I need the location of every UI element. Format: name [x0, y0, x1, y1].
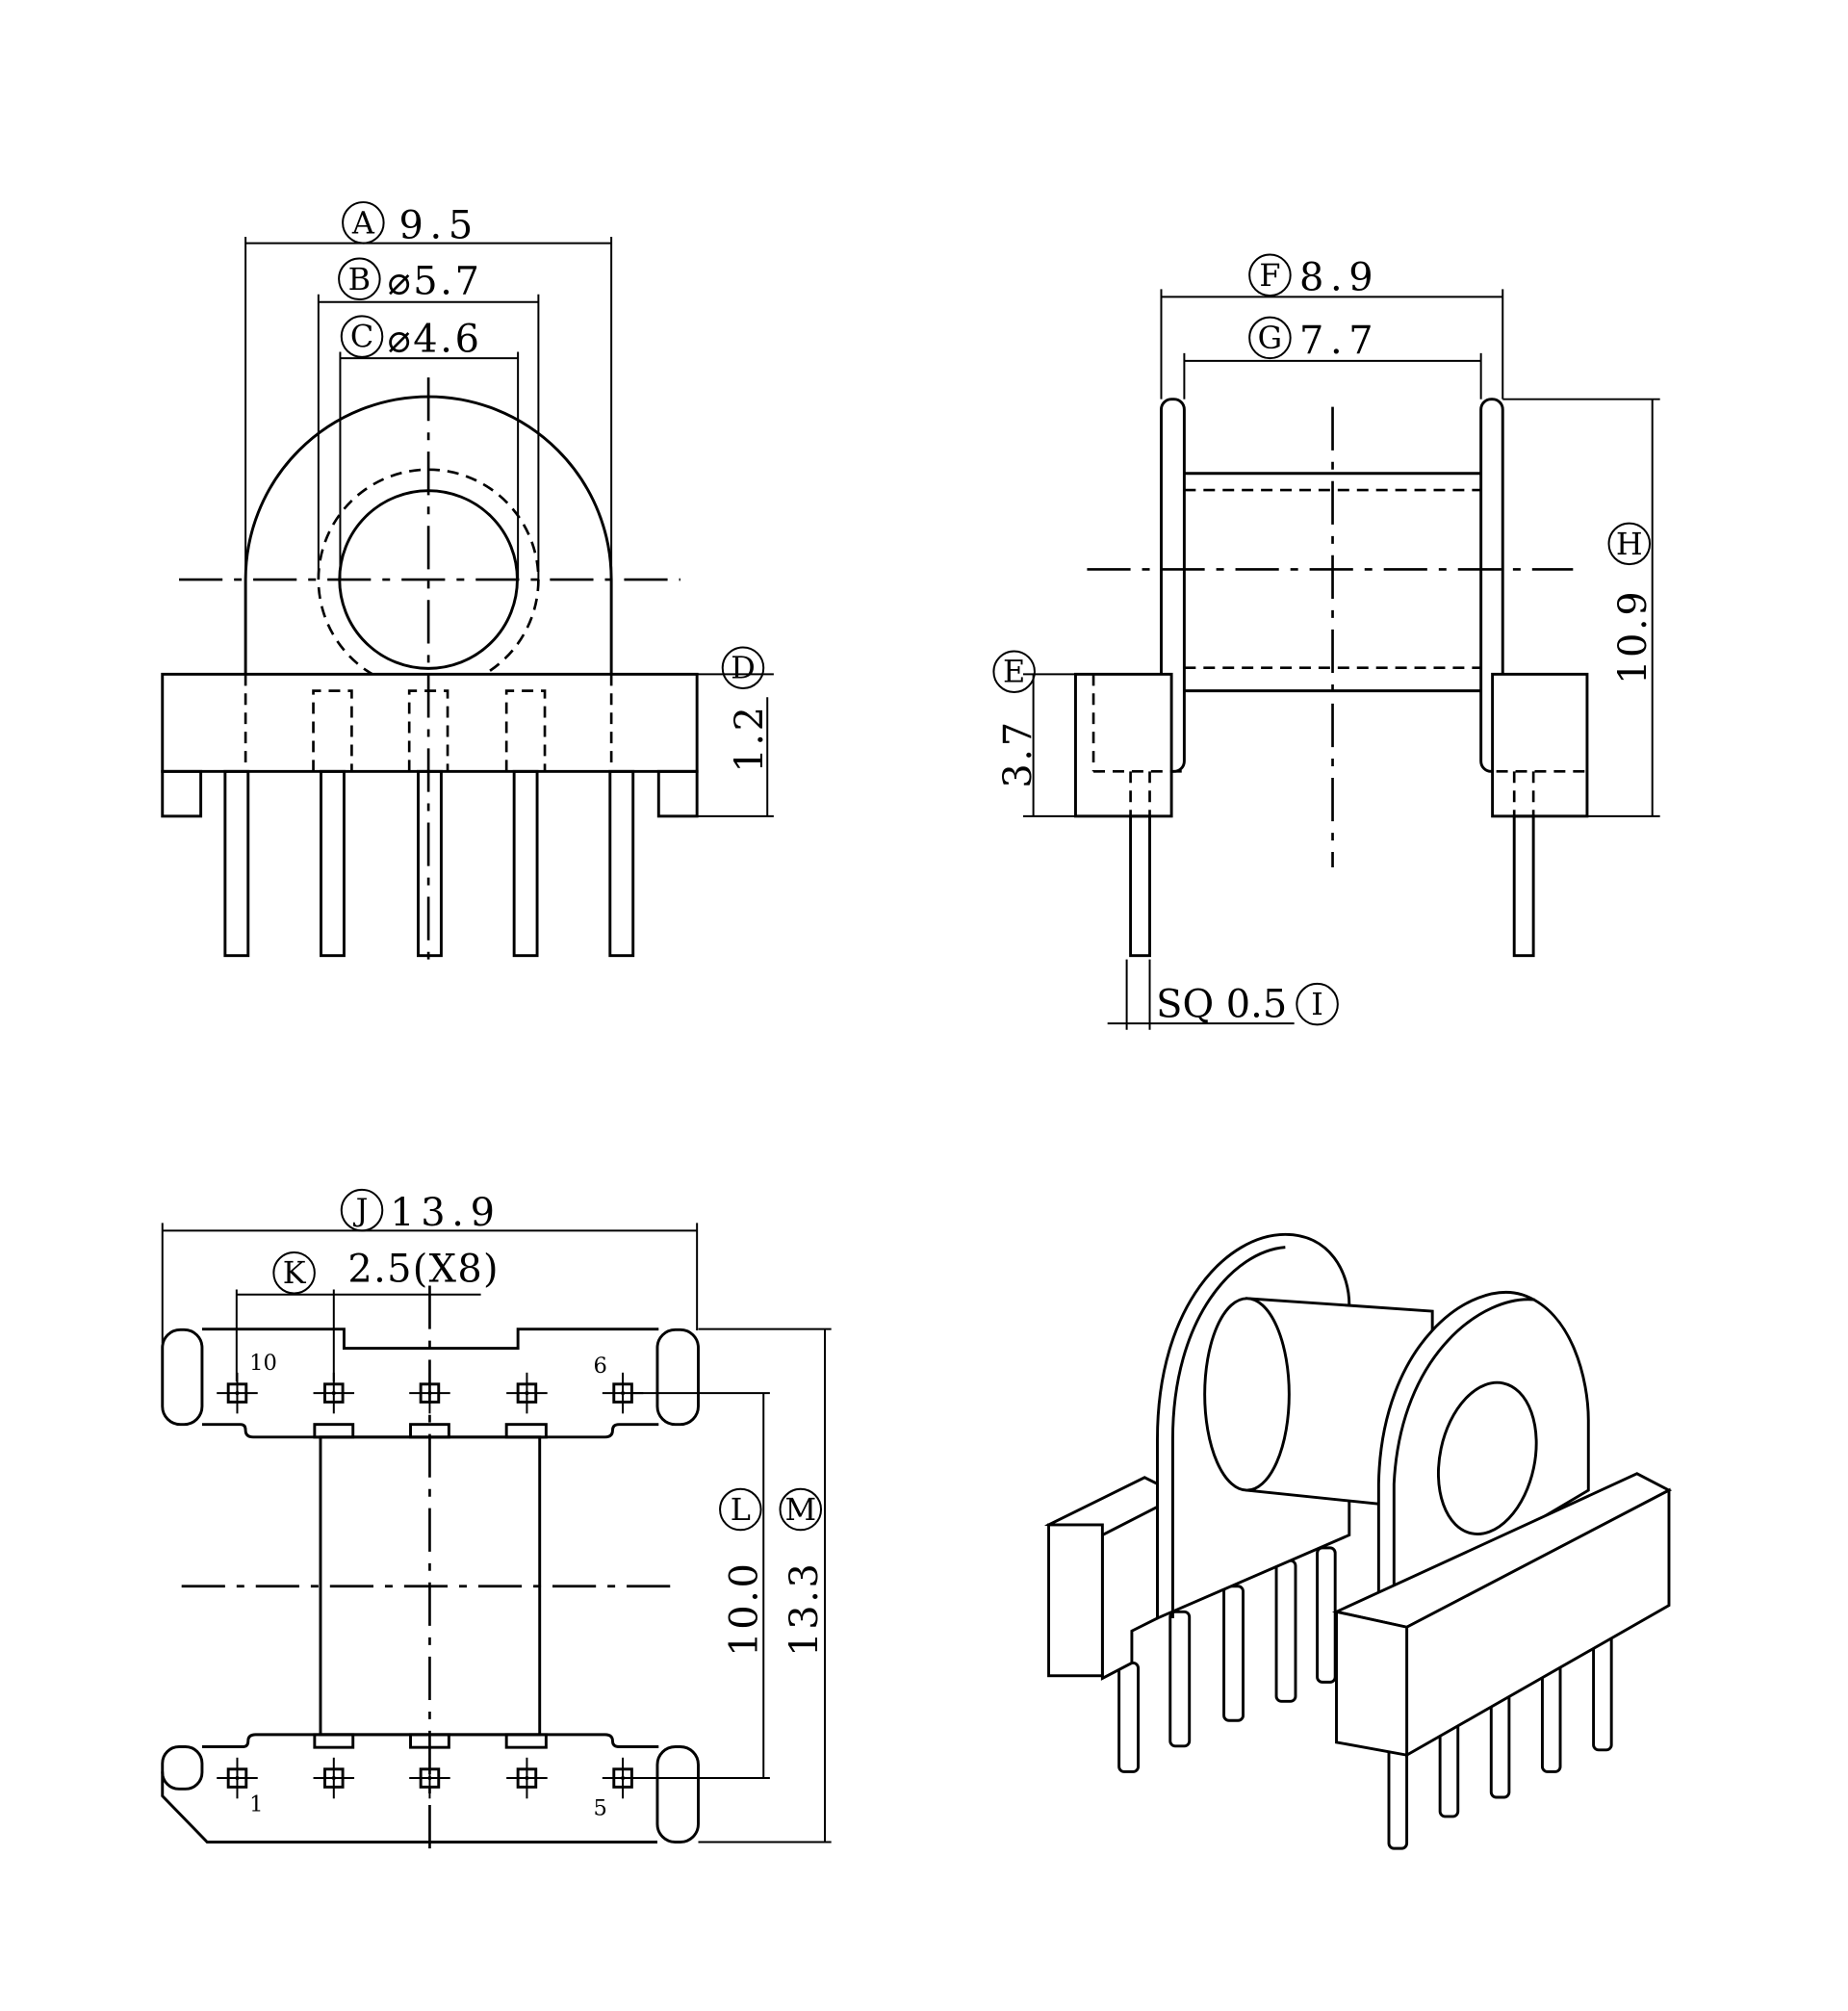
label-j: J: [353, 1192, 369, 1228]
pin-label-1: 1: [249, 1792, 263, 1818]
dim-h-value: 10.9: [1611, 589, 1656, 684]
label-m: M: [784, 1491, 816, 1528]
dim-d-value: 1.2: [728, 704, 772, 772]
label-a: A: [351, 204, 375, 241]
front-view: A 9.5 B ⌀5.7 C ⌀4.6 D 1.2: [161, 201, 774, 967]
dimension-d: D 1.2: [721, 646, 772, 773]
pin-label-6: 6: [594, 1354, 607, 1379]
pin-label-5: 5: [594, 1796, 607, 1821]
dimension-l: L 10.0: [719, 1487, 767, 1657]
dim-c-value: ⌀4.6: [388, 318, 482, 362]
dim-m-value: 13.3: [783, 1560, 827, 1656]
dimension-b: B ⌀5.7: [338, 257, 482, 304]
pin-marker: [313, 1372, 355, 1414]
dim-k-value: 2.5(X8): [347, 1248, 500, 1292]
pin-marker: [313, 1757, 355, 1799]
dimension-e: E 3.7: [992, 650, 1040, 788]
top-view: J 13.9 K 2.5(X8) L 10.0 M 13.3 10 6 1 5: [161, 1188, 832, 1858]
dimension-c: C ⌀4.6: [340, 315, 482, 362]
pin-marker: [506, 1757, 548, 1799]
dimension-g: G 7.7: [1248, 316, 1379, 363]
label-i: I: [1311, 986, 1323, 1022]
dimension-j: J 13.9: [340, 1188, 500, 1235]
dim-f-value: 8.9: [1299, 256, 1379, 300]
pin-marker: [217, 1757, 258, 1799]
dimension-f: F 8.9: [1248, 253, 1379, 300]
dimension-m: M 13.3: [779, 1487, 827, 1657]
dim-l-value: 10.0: [723, 1560, 767, 1656]
label-h: H: [1616, 526, 1643, 562]
dim-j-value: 13.9: [390, 1191, 500, 1235]
label-b: B: [348, 261, 371, 297]
label-d: D: [731, 650, 756, 686]
dim-b-value: ⌀5.7: [388, 260, 482, 304]
dim-e-value: 3.7: [996, 719, 1040, 787]
label-f: F: [1259, 257, 1280, 294]
dimension-k: K 2.5(X8): [272, 1248, 500, 1295]
dimension-a: A 9.5: [342, 201, 479, 247]
dimension-h: H 10.9: [1607, 522, 1656, 684]
dimension-i: SQ 0.5 I: [1156, 982, 1339, 1026]
label-g: G: [1258, 320, 1282, 356]
side-view: F 8.9 G 7.7 H 10.9 E 3.7 SQ 0.5 I: [992, 253, 1660, 1030]
isometric-view: [1043, 1232, 1673, 1850]
pin-label-10: 10: [249, 1351, 277, 1376]
dim-a-value: 9.5: [399, 203, 479, 247]
dim-g-value: 7.7: [1299, 319, 1379, 363]
dim-i-value: SQ 0.5: [1156, 982, 1287, 1026]
label-e: E: [1003, 654, 1025, 690]
label-k: K: [283, 1254, 307, 1291]
label-c: C: [350, 319, 373, 355]
pin-marker: [506, 1372, 548, 1414]
label-l: L: [731, 1491, 751, 1528]
